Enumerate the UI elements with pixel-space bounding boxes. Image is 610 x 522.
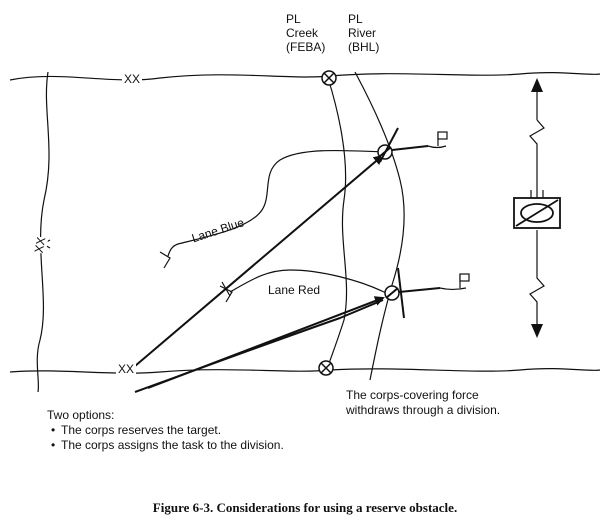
options-heading: Two options:: [47, 408, 115, 422]
covering-force-note: The corps-covering force withdraws throu…: [346, 388, 500, 418]
target-point-icon: [377, 127, 447, 163]
pl-river-line: [354, 71, 405, 381]
boundary-marker-top: [321, 70, 337, 86]
flag-icon: [437, 131, 448, 146]
pl-creek-role: (FEBA): [286, 40, 326, 54]
boundary-label-left: XX: [31, 235, 49, 255]
left-boundary-line: [36, 71, 50, 393]
options-text: Two options: The corps reserves the targ…: [47, 408, 284, 453]
boundary-label-bottom: XX: [116, 362, 137, 376]
note-line-1: The corps-covering force: [346, 388, 479, 402]
depth-arrow: [529, 78, 545, 338]
bottom-boundary-line: [9, 368, 601, 374]
pl-river-pl: PL: [348, 12, 363, 26]
pl-river-name: River: [348, 26, 377, 40]
option-item: The corps assigns the task to the divisi…: [47, 438, 284, 453]
pl-creek-name: Creek: [286, 26, 319, 40]
pl-creek-line: [325, 77, 348, 373]
lane-blue-route: [167, 149, 385, 257]
obstacle-symbol-icon: [221, 281, 231, 297]
pl-creek-label: PL Creek (FEBA): [286, 12, 325, 54]
pl-creek-pl: PL: [286, 12, 301, 26]
option-item: The corps reserves the target.: [47, 423, 284, 438]
boundary-label-top: XX: [122, 72, 143, 86]
note-line-2: withdraws through a division.: [346, 403, 501, 417]
options-list: The corps reserves the target. The corps…: [47, 423, 284, 453]
attack-arrow-3: [134, 299, 384, 393]
pl-river-role: (BHL): [348, 40, 380, 54]
lane-red-label: Lane Red: [268, 283, 321, 297]
lane-red-route: [229, 269, 387, 294]
pl-river-label: PL River (BHL): [348, 12, 379, 54]
lane-blue-end: [159, 251, 171, 269]
reserve-obstacle-icon: [513, 190, 561, 229]
flag-icon: [459, 273, 470, 288]
attack-arrow-1: [127, 154, 384, 373]
top-boundary-line: [9, 72, 601, 81]
target-point-icon: [384, 267, 467, 319]
figure-caption: Figure 6-3. Considerations for using a r…: [152, 500, 458, 515]
lane-red-end: [219, 285, 233, 303]
boundary-marker-bottom: [318, 360, 334, 376]
